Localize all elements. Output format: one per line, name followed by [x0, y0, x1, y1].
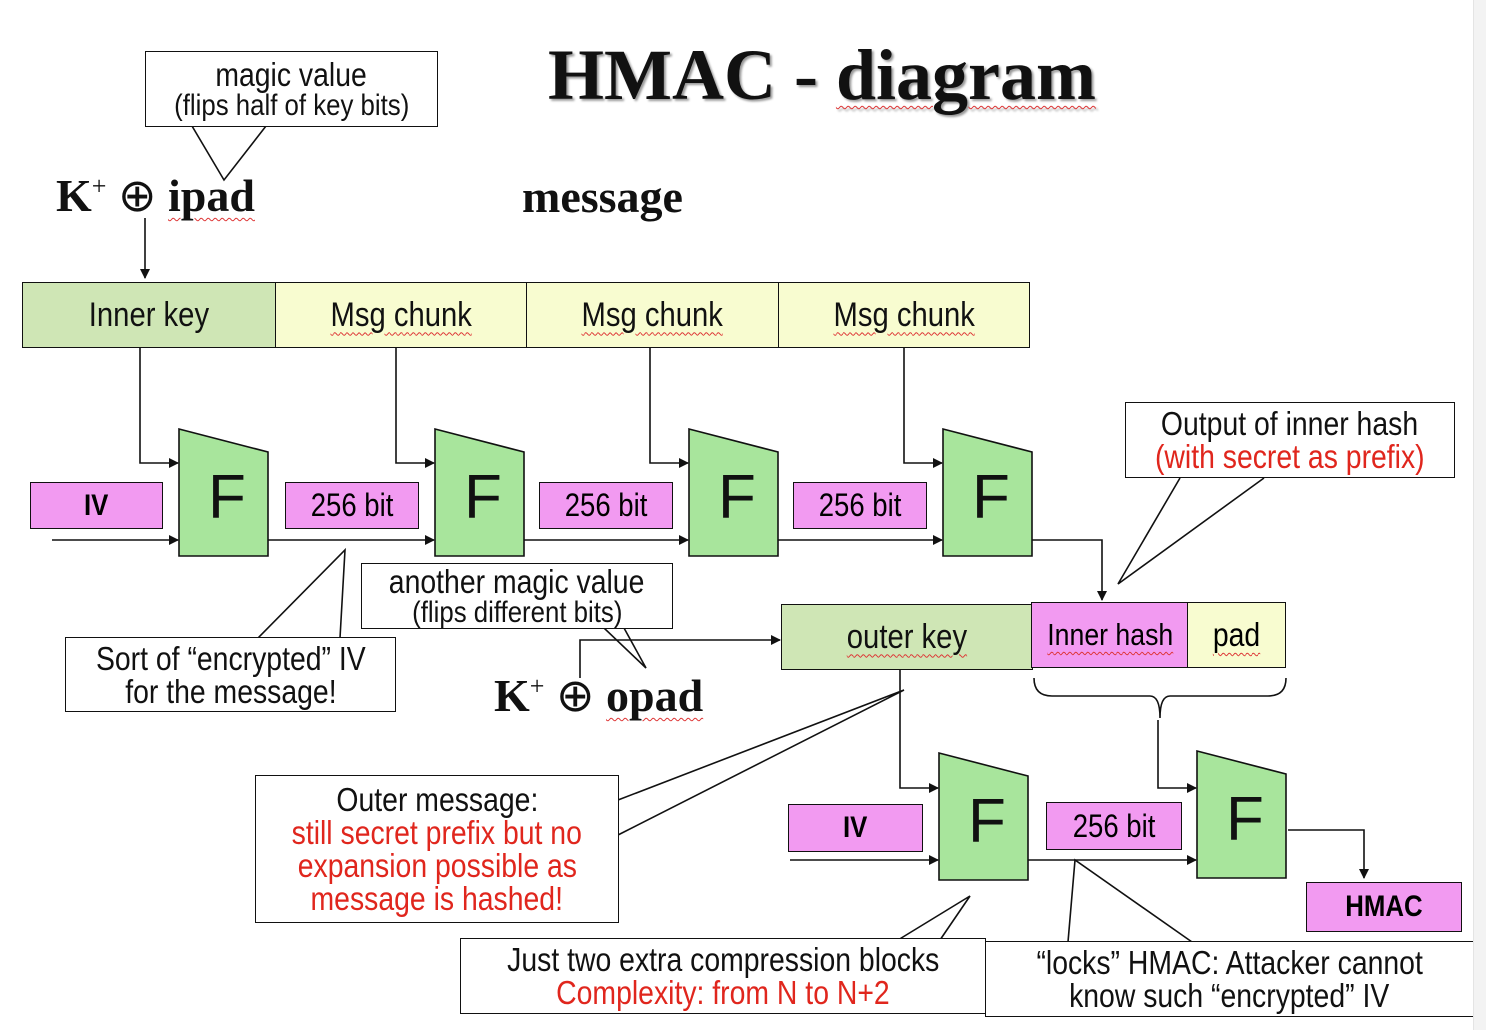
another-magic-callout: another magic value (flips different bit… [361, 563, 673, 629]
bit-label: 256 bit [818, 487, 902, 523]
brace [1033, 677, 1287, 719]
iv-block: IV [30, 482, 163, 529]
bit-label: 256 bit [310, 487, 394, 523]
locks-pointer [1067, 858, 1193, 943]
callout-line: magic value [215, 55, 368, 93]
f-label: F [1226, 785, 1264, 854]
xor-symbol: ⊕ [117, 170, 157, 221]
ipad-formula: K+ ⊕ ipad [56, 168, 255, 222]
callout-line: Output of inner hash [1161, 405, 1419, 442]
iv-label: IV [84, 488, 109, 522]
msg-chunk-block: Msg chunk [526, 282, 779, 348]
inner-key-block: Inner key [22, 282, 276, 348]
compression-f-block [942, 428, 1033, 557]
complexity-callout: Just two extra compression blocks Comple… [460, 938, 986, 1014]
callout-line: expansion possible as [297, 847, 577, 884]
f4-to-inner-hash [1032, 539, 1107, 601]
f-label: F [968, 787, 1006, 856]
key-plus: + [91, 171, 107, 201]
outer-message-callout: Outer message: still secret prefix but n… [255, 775, 619, 923]
bit-block: 256 bit [285, 482, 419, 529]
pad-block: pad [1187, 602, 1286, 668]
locks-hmac-callout: “locks” HMAC: Attacker cannot know such … [985, 941, 1474, 1017]
iv-block: IV [788, 804, 923, 852]
callout-line: Sort of “encrypted” IV [95, 639, 366, 677]
callout-line: (flips half of key bits) [173, 88, 410, 122]
title-hmac: HMAC [548, 35, 776, 115]
hmac-label: HMAC [1345, 890, 1423, 923]
sort-of-pointer [257, 547, 346, 639]
ipad-word: ipad [168, 170, 255, 221]
callout-line: Just two extra compression blocks [506, 941, 940, 978]
key-symbol: K [494, 670, 530, 721]
callout-line: message is hashed! [310, 880, 564, 917]
compression-f-block [1196, 750, 1287, 879]
opad-arrow [579, 635, 781, 678]
outer-key-to-f5 [899, 670, 939, 793]
encrypted-iv-callout: Sort of “encrypted” IV for the message! [65, 637, 396, 712]
magic-value-callout: magic value (flips half of key bits) [145, 51, 438, 127]
outer-message-pointer [617, 689, 905, 836]
f-label: F [718, 463, 756, 532]
msg-chunk-label: Msg chunk [330, 295, 472, 334]
callout-line: for the message! [124, 672, 337, 710]
key-plus: + [529, 671, 545, 701]
callout-line: know such “encrypted” IV [1069, 977, 1390, 1014]
bit-label: 256 bit [564, 487, 648, 523]
bit-block: 256 bit [793, 482, 927, 529]
compression-f-block [938, 752, 1029, 881]
iv-label: IV [843, 811, 868, 844]
hmac-output-block: HMAC [1306, 882, 1462, 932]
output-inner-pointer [1117, 477, 1265, 585]
message-label: message [522, 171, 683, 222]
inner-key-to-f1 [139, 348, 179, 468]
compression-f-block [688, 428, 779, 557]
callout-line: Outer message: [336, 781, 538, 818]
inner-hash-label: Inner hash [1047, 617, 1173, 652]
title-dash: - [793, 35, 818, 115]
page-title: HMAC - diagram [548, 34, 1096, 117]
callout-line: (with secret as prefix) [1155, 438, 1425, 475]
callout-line: (flips different bits) [411, 595, 623, 629]
scrollbar[interactable] [1473, 0, 1486, 1030]
msg-chunk-block: Msg chunk [778, 282, 1030, 348]
bit-block: 256 bit [539, 482, 673, 529]
callout-line: “locks” HMAC: Attacker cannot [1036, 944, 1423, 981]
msg-chunk-block: Msg chunk [275, 282, 527, 348]
xor-symbol: ⊕ [555, 670, 595, 721]
another-magic-pointer [603, 627, 647, 669]
compression-f-block [178, 428, 269, 557]
inner-hash-output-callout: Output of inner hash (with secret as pre… [1125, 402, 1455, 478]
callout-line: Complexity: from N to N+2 [556, 974, 890, 1011]
two-extra-pointer [897, 895, 971, 941]
title-diagram: diagram [835, 35, 1096, 115]
f-label: F [464, 463, 502, 532]
key-symbol: K [56, 170, 92, 221]
pad-label: pad [1212, 616, 1261, 653]
brace-to-f6 [1157, 720, 1197, 793]
f-label: F [208, 463, 246, 532]
f-label: F [972, 463, 1010, 532]
callout-line: another magic value [389, 562, 645, 600]
inner-key-label: Inner key [88, 295, 210, 334]
f6-to-hmac [1288, 829, 1369, 879]
callout-line: still secret prefix but no [291, 814, 583, 851]
magic-pointer [191, 125, 267, 182]
compression-f-block [434, 428, 525, 557]
opad-word: opad [606, 670, 704, 721]
bit-label: 256 bit [1072, 807, 1156, 844]
chunk2-to-f3 [649, 348, 689, 468]
inner-hash-block: Inner hash [1031, 602, 1189, 668]
bit-block: 256 bit [1046, 802, 1182, 850]
outer-key-block: outer key [781, 604, 1033, 670]
msg-chunk-label: Msg chunk [833, 295, 975, 334]
chunk1-to-f2 [395, 348, 435, 468]
msg-chunk-label: Msg chunk [581, 295, 724, 334]
chunk3-to-f4 [903, 348, 943, 468]
outer-key-label: outer key [846, 617, 968, 656]
opad-formula: K+ ⊕ opad [494, 668, 703, 722]
